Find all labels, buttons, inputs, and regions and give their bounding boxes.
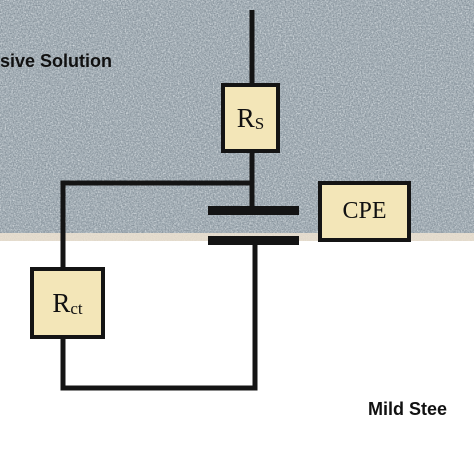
solution-label: sive Solution: [0, 51, 113, 71]
rct-main-symbol: R: [52, 287, 71, 318]
wire-node-to-rct: [60, 180, 252, 269]
capacitor-upper-plate: [208, 206, 299, 215]
cpe-box: CPE: [318, 181, 411, 242]
cpe-label: CPE: [342, 198, 387, 224]
capacitor-lower-plate: [208, 236, 299, 245]
rs-main-symbol: R: [236, 102, 255, 133]
wire-rct-loop: [60, 241, 258, 391]
steel-label: Mild Stee: [368, 399, 448, 419]
